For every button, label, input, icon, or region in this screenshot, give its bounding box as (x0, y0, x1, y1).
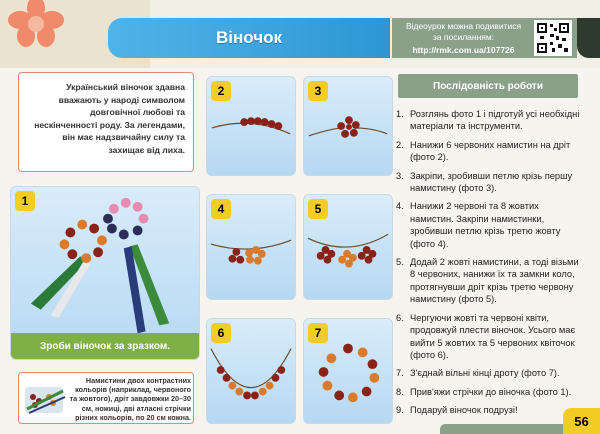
step-item: 4.Нанижи 2 червоні та 8 жовтих намистин.… (396, 201, 561, 249)
photo-2: 2 (206, 76, 296, 176)
photo-4: 4 (206, 194, 296, 300)
intro-text-box: Український віночок здавна вважають у на… (18, 72, 194, 172)
page-title: Віночок (216, 28, 282, 47)
video-url[interactable]: http://rmk.com.ua/107726 (412, 44, 515, 55)
step-item: 6.Чергуючи жовті та червоні квіти, продо… (396, 312, 576, 360)
video-label-line1: Відеоурок можна подивитися (405, 20, 522, 31)
photo-3: 3 (303, 76, 393, 176)
photo-number-badge: 3 (308, 81, 328, 101)
photo-number-badge: 4 (211, 199, 231, 219)
step-item: 8.Прив'яжи стрічки до віночка (фото 1). (396, 386, 572, 397)
step-item: 2.Нанижи 6 червоних намистин на дріт (фо… (396, 139, 571, 163)
materials-text: Намистини двох контрастних кольорів (нап… (69, 376, 191, 422)
bead-flower-image (308, 116, 388, 138)
photo-number-badge: 6 (211, 323, 231, 343)
photo-number-badge: 7 (308, 323, 328, 343)
materials-box: Намистини двох контрастних кольорів (нап… (18, 372, 194, 424)
photo-number-badge: 1 (15, 191, 35, 211)
photo-1-caption: Зроби віночок за зразком. (11, 333, 199, 359)
intro-text: Український віночок здавна вважають у на… (34, 82, 185, 155)
page-number: 56 (563, 408, 600, 434)
two-flowers-image (210, 239, 292, 265)
steps-title: Послідовність роботи (398, 74, 578, 98)
photo-5: 5 (303, 194, 393, 300)
three-flowers-image (307, 233, 389, 268)
materials-image (25, 387, 66, 414)
photo-6: 6 (206, 318, 296, 424)
photo-number-badge: 5 (308, 199, 328, 219)
step-item: 9.Подаруй віночок подрузі! (396, 405, 518, 416)
closed-wreath-image (318, 343, 380, 403)
step-item: 1.Розглянь фото 1 і підготуй усі необхід… (396, 109, 580, 132)
step-item: 3.Закріпи, зробивши петлю крізь першу на… (396, 170, 573, 194)
footer-decoration (440, 424, 563, 434)
photo-7: 7 (303, 318, 393, 424)
wreath-with-ribbons-image (30, 197, 170, 334)
title-bar: Віночок (108, 18, 390, 58)
step-item: 5.Додай 2 жовті намистини, а тоді візьми… (396, 257, 579, 305)
step-item: 7.З'єднай вільні кінці дроту (фото 7). (396, 368, 560, 379)
qr-code-icon[interactable] (534, 20, 572, 56)
video-label-line2: за посиланням: (432, 31, 495, 42)
beads-on-wire-image (211, 117, 291, 135)
steps-list: 1.Розглянь фото 1 і підготуй усі необхід… (396, 108, 582, 423)
photo-number-badge: 2 (211, 81, 231, 101)
photo-1: 1 Зроби віночок за зразком. (10, 186, 200, 360)
flower-icon (8, 0, 64, 47)
chain-of-flowers-image (210, 348, 292, 400)
corner-decoration (577, 18, 600, 58)
